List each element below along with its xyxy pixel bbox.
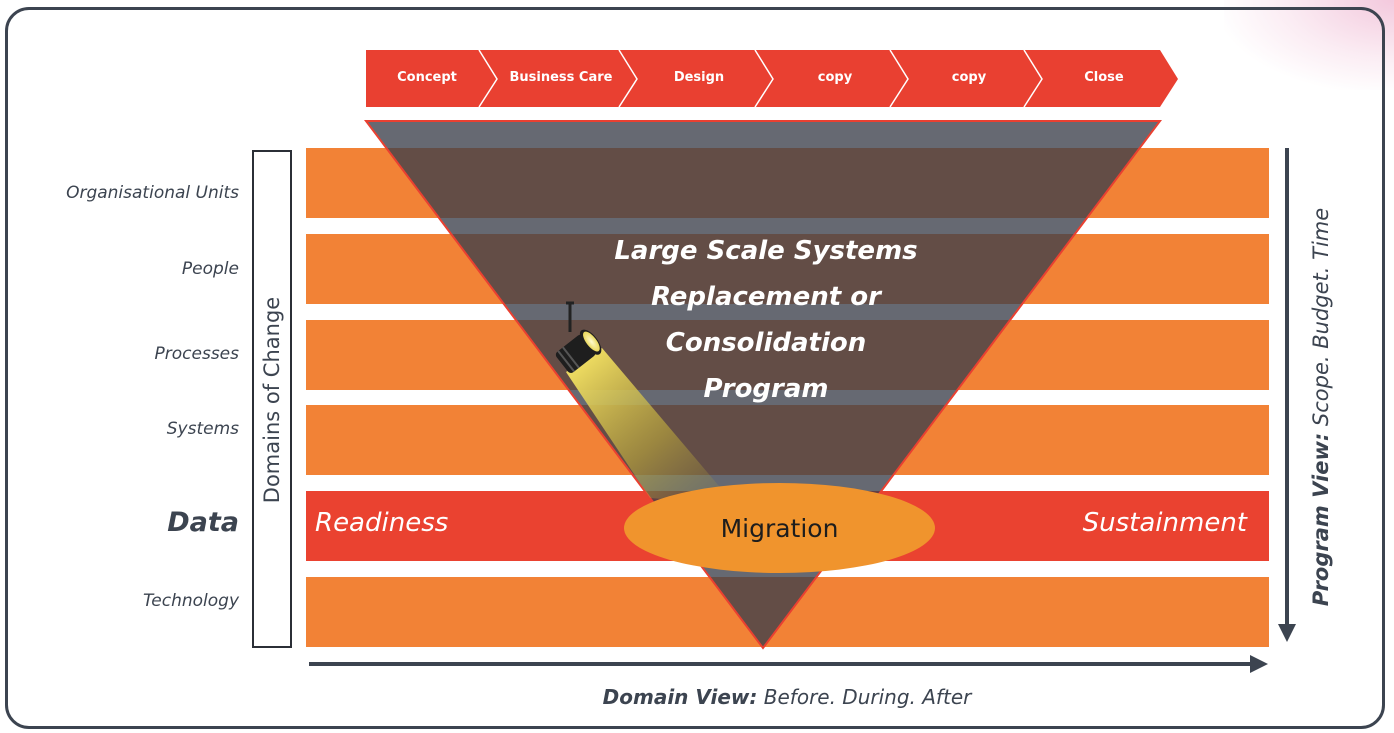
migration-oval: Migration — [624, 483, 935, 573]
program-title: Large Scale Systems Replacement or Conso… — [565, 228, 967, 412]
program-view-label: Program View: — [1309, 432, 1333, 607]
program-view-arrow — [1278, 148, 1296, 642]
chevron-copy-1[interactable] — [755, 50, 908, 107]
domain-view-text: Before. During. After — [757, 685, 972, 709]
row-label-people: People — [181, 259, 239, 279]
phase-label-design: Design — [673, 70, 725, 85]
phase-chevrons — [366, 49, 1178, 108]
program-title-line-1: Large Scale Systems — [614, 236, 918, 266]
program-title-line-2: Replacement or — [651, 282, 881, 312]
program-view-text: Scope. Budget. Time — [1309, 207, 1333, 433]
chevron-copy-2[interactable] — [890, 50, 1042, 107]
program-view-caption: Program View: Scope. Budget. Time — [1309, 208, 1333, 606]
domains-of-change-box — [252, 150, 292, 648]
phase-label-concept: Concept — [397, 70, 457, 85]
spotlight-beam — [566, 348, 735, 505]
sustainment-label: Sustainment — [1082, 508, 1247, 538]
phase-label-close: Close — [1084, 70, 1124, 85]
program-funnel-triangle — [363, 120, 1163, 650]
domains-of-change-title: Domains of Change — [260, 296, 284, 504]
program-title-line-3: Consolidation — [665, 328, 867, 358]
diagram-frame — [5, 7, 1385, 729]
row-label-organisational-units: Organisational Units — [66, 183, 239, 203]
phase-label-business-care: Business Care — [509, 70, 613, 85]
domain-view-caption: Domain View: Before. During. After — [0, 685, 1394, 709]
phase-label-copy-2: copy — [951, 70, 987, 85]
row-label-data: Data — [167, 507, 239, 538]
row-label-systems: Systems — [166, 419, 239, 439]
program-title-line-4: Program — [703, 374, 829, 404]
domain-view-label: Domain View: — [602, 685, 758, 709]
phase-label-copy-1: copy — [817, 70, 853, 85]
spotlight-icon — [555, 301, 602, 373]
chevron-design[interactable] — [619, 50, 773, 107]
row-label-processes: Processes — [154, 344, 239, 364]
chevron-close[interactable] — [1024, 50, 1178, 107]
chevron-business-care[interactable] — [479, 50, 637, 107]
chevron-concept[interactable] — [366, 50, 497, 107]
readiness-label: Readiness — [315, 508, 449, 538]
row-label-technology: Technology — [142, 591, 239, 611]
domain-view-arrow — [309, 655, 1268, 673]
migration-label: Migration — [720, 513, 839, 543]
